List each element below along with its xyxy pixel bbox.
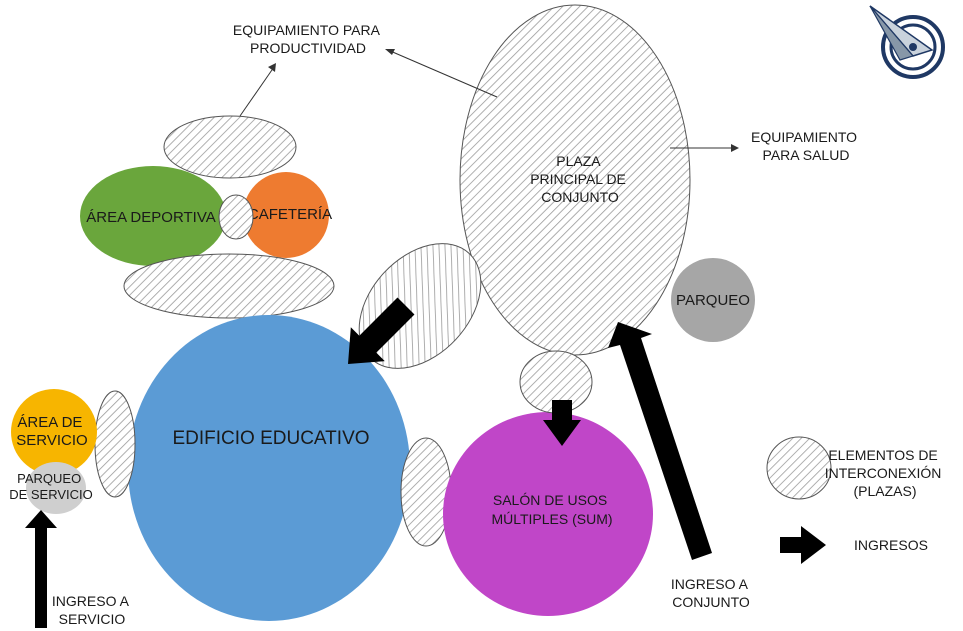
legend-ingresos-arrow <box>780 526 826 564</box>
area-deportiva-label: ÁREA DEPORTIVA <box>86 209 216 226</box>
ingreso-conjunto-label: INGRESO A CONJUNTO <box>671 576 751 610</box>
parqueo-servicio-label: PARQUEO DE SERVICIO <box>9 471 93 502</box>
parqueo-label: PARQUEO <box>676 292 750 309</box>
salon-label: SALÓN DE USOS MÚLTIPLES (SUM) <box>491 492 612 527</box>
compass-icon <box>869 5 945 79</box>
plaza-principal <box>459 4 691 356</box>
cafeteria-label: CAFETERÍA <box>248 206 332 223</box>
connector-productividad <box>387 49 498 98</box>
edificio-label: EDIFICIO EDUCATIVO <box>172 428 369 449</box>
plaza-left-vertical <box>94 390 136 498</box>
edificio-educativo <box>128 315 410 621</box>
parqueo-servicio <box>26 462 86 514</box>
legend-ingresos-label: INGRESOS <box>854 537 928 553</box>
legend-plaza-swatch <box>766 436 832 500</box>
plaza-small-mid <box>218 194 254 240</box>
ingreso-conjunto-arrow <box>608 322 712 560</box>
equip-salud-label: EQUIPAMIENTO PARA SALUD <box>751 129 861 163</box>
connector-salud-head <box>731 144 739 152</box>
area-servicio <box>11 389 97 475</box>
equip-productividad-label: EQUIPAMIENTO PARA PRODUCTIVIDAD <box>233 22 383 56</box>
salon-usos-multiples <box>443 412 653 616</box>
ingreso-edificio-arrow <box>348 297 415 364</box>
connector-productividad-head <box>385 49 395 55</box>
area-servicio-label: ÁREA DE SERVICIO <box>16 414 87 449</box>
area-deportiva <box>80 166 226 266</box>
parqueo <box>671 258 755 342</box>
connector-top-plaza-head <box>268 63 276 72</box>
plaza-top <box>163 115 297 179</box>
plaza-bottom-left <box>123 253 335 319</box>
connector-top-plaza <box>239 66 275 117</box>
plaza-sum-left <box>400 437 452 547</box>
ingreso-sum-arrow <box>543 400 581 446</box>
plaza-label: PLAZA PRINCIPAL DE CONJUNTO <box>530 153 630 205</box>
legend-plazas-label: ELEMENTOS DE INTERCONEXIÓN (PLAZAS) <box>825 447 946 499</box>
ingreso-servicio-arrow <box>25 510 57 628</box>
ingreso-servicio-label: INGRESO A SERVICIO <box>52 593 132 627</box>
cafeteria <box>243 172 329 258</box>
